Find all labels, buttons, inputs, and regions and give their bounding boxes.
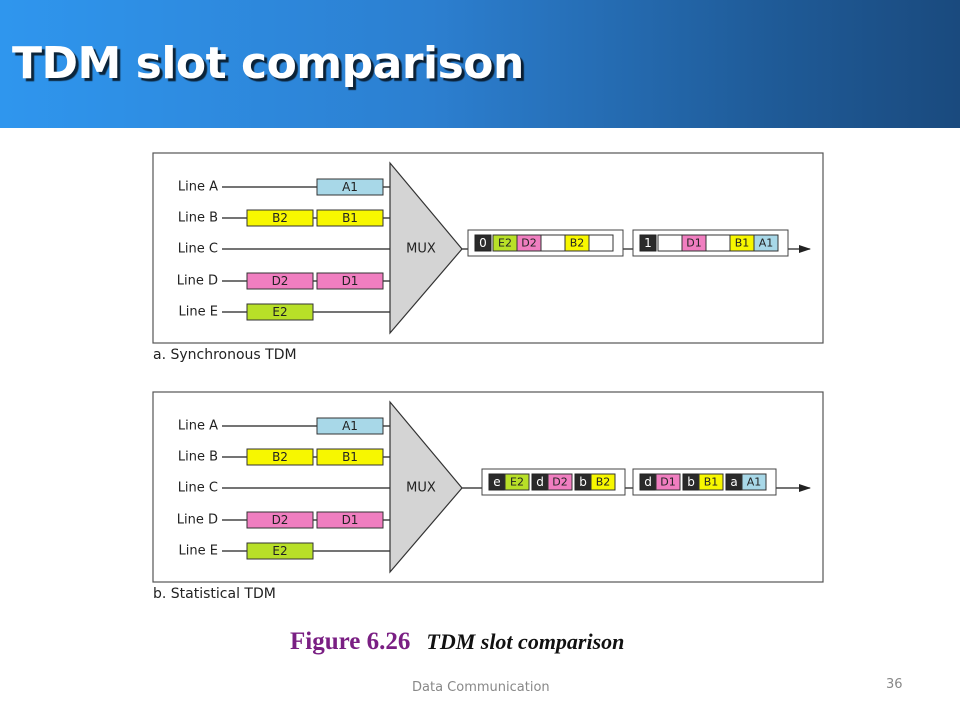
sync-bit-label: 1 — [644, 236, 652, 250]
figure-caption: Figure 6.26 TDM slot comparison — [290, 628, 624, 656]
data-unit-label: E2 — [272, 305, 287, 319]
time-slot-label: B2 — [596, 476, 611, 489]
data-unit — [246, 542, 314, 560]
data-unit-label: A1 — [342, 180, 358, 194]
data-unit-label: B1 — [342, 211, 358, 225]
page-number: 36 — [886, 677, 903, 692]
data-unit-label: D2 — [272, 513, 289, 527]
time-slot-label: B1 — [735, 237, 750, 250]
time-slot — [504, 473, 530, 491]
time-slot-label: E2 — [498, 237, 512, 250]
data-unit — [316, 272, 384, 290]
time-slot-label: A1 — [759, 237, 774, 250]
title-bar: TDM slot comparison — [0, 0, 960, 128]
address-label: d — [536, 475, 544, 489]
data-unit — [246, 303, 314, 321]
time-slot — [657, 234, 683, 252]
address-label: d — [644, 475, 652, 489]
data-unit — [316, 511, 384, 529]
data-unit-label: D1 — [342, 513, 359, 527]
line-label: Line C — [178, 481, 218, 496]
time-slot-label: D2 — [552, 476, 567, 489]
figure-title: TDM slot comparison — [426, 629, 625, 654]
data-unit — [246, 448, 314, 466]
time-slot-label: B1 — [704, 476, 719, 489]
data-unit — [316, 417, 384, 435]
time-slot-label: A1 — [747, 476, 762, 489]
mux-label: MUX — [406, 481, 436, 496]
data-unit — [246, 209, 314, 227]
sync-bit-label: 0 — [479, 236, 487, 250]
time-slot — [540, 234, 566, 252]
time-slot — [705, 234, 731, 252]
line-label: Line C — [178, 242, 218, 257]
data-unit-label: B2 — [272, 450, 288, 464]
mux-label: MUX — [406, 242, 436, 257]
panel-caption: a. Synchronous TDM — [153, 347, 297, 363]
mux-block — [389, 161, 463, 335]
address-label: b — [687, 475, 695, 489]
address-label: b — [579, 475, 587, 489]
data-unit — [316, 178, 384, 196]
data-unit-label: A1 — [342, 419, 358, 433]
time-slot-label: D1 — [686, 237, 701, 250]
time-slot — [741, 473, 767, 491]
data-unit-label: E2 — [272, 544, 287, 558]
line-label: Line A — [178, 419, 218, 434]
data-unit — [316, 209, 384, 227]
data-unit — [316, 448, 384, 466]
sync-bit — [639, 234, 657, 252]
address-label: a — [730, 475, 737, 489]
panel-caption: b. Statistical TDM — [153, 586, 276, 602]
data-unit-label: B1 — [342, 450, 358, 464]
time-slot — [588, 234, 614, 252]
time-slot — [753, 234, 779, 252]
figure-label: Figure 6.26 — [290, 628, 411, 655]
data-unit — [246, 511, 314, 529]
time-slot — [590, 473, 616, 491]
line-label: Line E — [179, 544, 218, 559]
line-label: Line D — [177, 513, 218, 528]
time-slot-label: B2 — [570, 237, 585, 250]
line-label: Line E — [179, 305, 218, 320]
data-unit — [246, 272, 314, 290]
data-unit-label: D1 — [342, 274, 359, 288]
mux-block — [389, 400, 463, 574]
sync-bit — [474, 234, 492, 252]
time-slot — [698, 473, 724, 491]
time-slot-label: D1 — [660, 476, 675, 489]
address-label: e — [493, 475, 500, 489]
data-unit-label: D2 — [272, 274, 289, 288]
time-slot-label: E2 — [510, 476, 524, 489]
time-slot — [655, 473, 681, 491]
line-label: Line D — [177, 274, 218, 289]
line-label: Line B — [178, 450, 218, 465]
data-unit-label: B2 — [272, 211, 288, 225]
slide-title: TDM slot comparison — [12, 38, 524, 89]
time-slot-label: D2 — [521, 237, 536, 250]
line-label: Line B — [178, 211, 218, 226]
line-label: Line A — [178, 180, 218, 195]
time-slot — [547, 473, 573, 491]
footer-text: Data Communication — [412, 680, 550, 695]
